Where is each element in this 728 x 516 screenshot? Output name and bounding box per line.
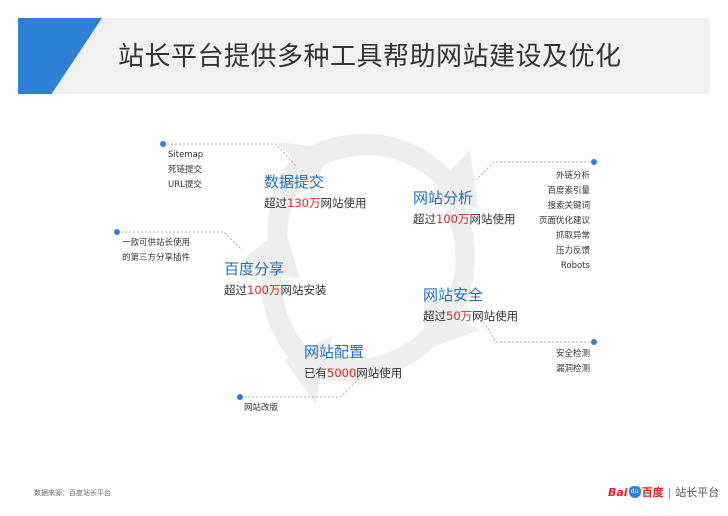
- node-title: 百度分享: [224, 260, 285, 278]
- dot-site-security: [591, 339, 597, 345]
- logo-separator: |: [667, 485, 672, 499]
- header-bar: [18, 18, 710, 94]
- list-item: 的第三方分享插件: [122, 253, 191, 263]
- paw-icon: du: [628, 486, 641, 498]
- logo-baidu-text: 百度: [641, 486, 664, 499]
- cycle-segment: [284, 324, 440, 404]
- list-baidu-share: 一款可供站长使用 的第三方分享插件: [122, 236, 190, 266]
- cycle-segment: [424, 198, 480, 350]
- dot-site-config: [237, 394, 243, 400]
- list-item: 压力反馈: [555, 246, 590, 256]
- node-subtitle: 超过130万网站使用: [264, 196, 367, 210]
- node-title: 网站分析: [413, 189, 474, 207]
- node-site-security: 网站安全 超过50万网站使用: [423, 284, 518, 324]
- list-site-analysis: 外链分析 百度索引量 搜索关键词 页面优化建议 抓取异常 压力反馈 Robots: [520, 169, 590, 274]
- connector-site-security: [483, 321, 594, 343]
- connector-site-config: [240, 377, 361, 398]
- connector-data-submit: [163, 143, 297, 167]
- connector-site-analysis: [475, 161, 594, 181]
- logo-bai-text: Bai: [608, 485, 628, 499]
- cycle-segment: [240, 226, 310, 366]
- connector-dots: [114, 141, 597, 400]
- list-item: 搜索关键词: [547, 201, 590, 211]
- connector-lines: [117, 143, 594, 398]
- list-item: 页面优化建议: [538, 216, 590, 226]
- logo-platform-text: 站长平台: [675, 486, 720, 499]
- data-source-note: 数据来源：百度站长平台: [34, 489, 111, 497]
- list-item: 外链分析: [555, 171, 590, 181]
- list-item: 网站改版: [244, 403, 279, 413]
- cycle-segment: [300, 133, 478, 208]
- list-site-config: 网站改版: [244, 401, 278, 416]
- node-subtitle: 超过50万网站使用: [423, 309, 519, 323]
- dot-data-submit: [160, 141, 166, 147]
- list-item: 漏洞检测: [555, 364, 590, 374]
- node-title: 网站配置: [304, 343, 365, 361]
- list-site-security: 安全检测 漏洞检测: [520, 347, 590, 377]
- node-title: 数据提交: [264, 173, 325, 191]
- baidu-webmaster-logo: Bai du 百度 | 站长平台: [608, 484, 719, 500]
- list-item: URL提交: [168, 180, 202, 190]
- node-site-config: 网站配置 已有5000网站使用: [304, 341, 402, 381]
- list-item: Sitemap: [168, 150, 204, 160]
- list-data-submit: Sitemap 死链提交 URL提交: [168, 148, 203, 193]
- cycle-segment: [267, 142, 330, 246]
- list-item: 一款可供站长使用: [122, 238, 191, 248]
- cycle-ring: [240, 133, 480, 404]
- node-site-analysis: 网站分析 超过100万网站使用: [413, 187, 515, 227]
- list-item: 抓取异常: [555, 231, 590, 241]
- node-baidu-share: 百度分享 超过100万网站安装: [224, 258, 326, 298]
- list-item: 死链提交: [168, 165, 203, 175]
- page-title: 站长平台提供多种工具帮助网站建设及优化: [118, 42, 622, 72]
- node-subtitle: 超过100万网站使用: [413, 212, 516, 226]
- dot-baidu-share: [114, 229, 120, 235]
- node-subtitle: 超过100万网站安装: [224, 283, 327, 297]
- list-item: 安全检测: [555, 349, 590, 359]
- list-item: 百度索引量: [547, 186, 590, 196]
- dot-site-analysis: [591, 159, 597, 165]
- node-subtitle: 已有5000网站使用: [304, 366, 403, 380]
- node-data-submit: 数据提交 超过130万网站使用: [264, 171, 366, 211]
- list-item: Robots: [560, 261, 590, 271]
- node-title: 网站安全: [423, 286, 484, 304]
